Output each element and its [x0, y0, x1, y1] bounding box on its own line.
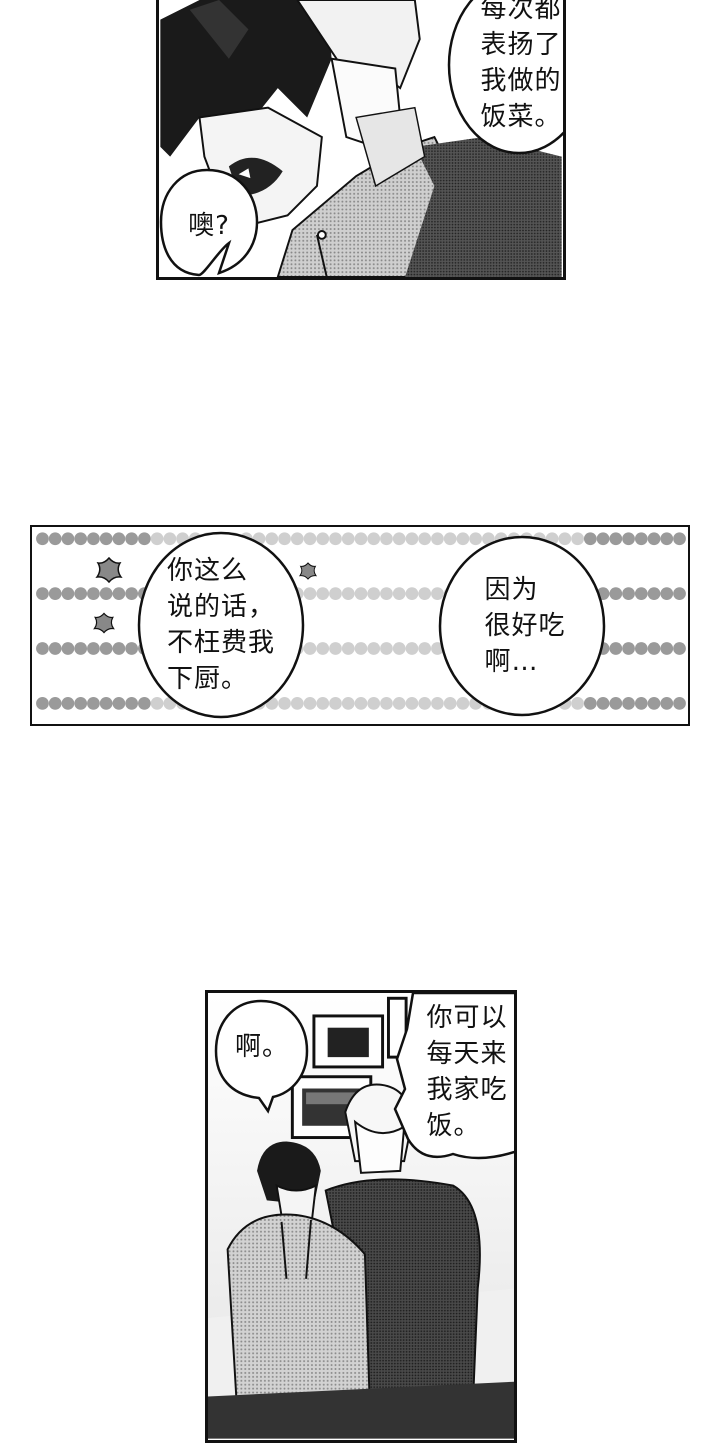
- speech-bubble-not-in-vain: 你这么说的话， 不枉费我下厨。: [135, 530, 307, 720]
- bubble-line: 你这么: [166, 556, 248, 586]
- bubble-text-lines: 啊。: [235, 1029, 289, 1065]
- comic-panel-2: 你这么说的话， 不枉费我下厨。 因为很好吃啊…: [30, 525, 690, 726]
- bubble-line: 很好吃: [484, 611, 566, 641]
- bubble-line: 啊…: [484, 647, 539, 677]
- speech-bubble-shape: [447, 0, 563, 155]
- bubble-line: 下厨。: [166, 664, 248, 694]
- bubble-line: 表扬了: [480, 30, 562, 60]
- speech-bubble-praised-cooking: 每次都表扬了我做的饭菜。: [444, 0, 563, 160]
- speech-bubble-because-tasty: 因为很好吃啊…: [436, 533, 608, 719]
- bubble-line: 我家吃: [426, 1075, 508, 1105]
- bubble-text-lines: 每次都表扬了我做的饭菜。: [466, 0, 561, 135]
- bubble-line: 你可以: [426, 1003, 508, 1033]
- bubble-line: 噢?: [188, 210, 230, 241]
- bubble-line: 饭。: [426, 1111, 481, 1141]
- bubble-line: 因为: [484, 575, 539, 605]
- flower-mark-icon: [298, 562, 318, 580]
- speech-bubble-shape: [137, 531, 305, 719]
- bubble-text-lines: 你这么说的话， 不枉费我下厨。: [167, 553, 275, 697]
- bubble-text-lines: 你可以每天来我家吃饭。: [408, 1000, 507, 1144]
- flower-mark-icon: [93, 612, 115, 634]
- speech-bubble-shape: [393, 993, 514, 1160]
- bubble-line: 啊。: [234, 1032, 289, 1062]
- bubble-line: 我做的: [480, 66, 562, 96]
- speech-bubble-shape: [159, 168, 259, 277]
- bubble-line: 说的话，: [166, 592, 275, 622]
- speech-bubble-shape: [214, 999, 309, 1114]
- comic-panel-3: 啊。 你可以每天来我家吃饭。: [205, 990, 517, 1443]
- speech-bubble-ah: 啊。: [213, 993, 311, 1114]
- bubble-line: 每天来: [426, 1039, 508, 1069]
- comic-panel-1: 每次都表扬了我做的饭菜。 噢?: [156, 0, 566, 280]
- speech-bubble-shape: [438, 535, 606, 717]
- bubble-line: 饭菜。: [480, 102, 562, 132]
- bubble-text-lines: 噢?: [188, 208, 230, 244]
- speech-bubble-come-eat-every-day: 你可以每天来我家吃饭。: [393, 993, 514, 1169]
- bubble-line: 不枉费我: [166, 628, 275, 658]
- bubble-text-lines: 因为很好吃啊…: [478, 572, 565, 680]
- panel-1-artwork: [160, 0, 562, 277]
- flower-mark-icon: [95, 556, 123, 584]
- bubble-line: 每次都: [480, 0, 562, 24]
- speech-bubble-oh: 噢?: [159, 165, 259, 277]
